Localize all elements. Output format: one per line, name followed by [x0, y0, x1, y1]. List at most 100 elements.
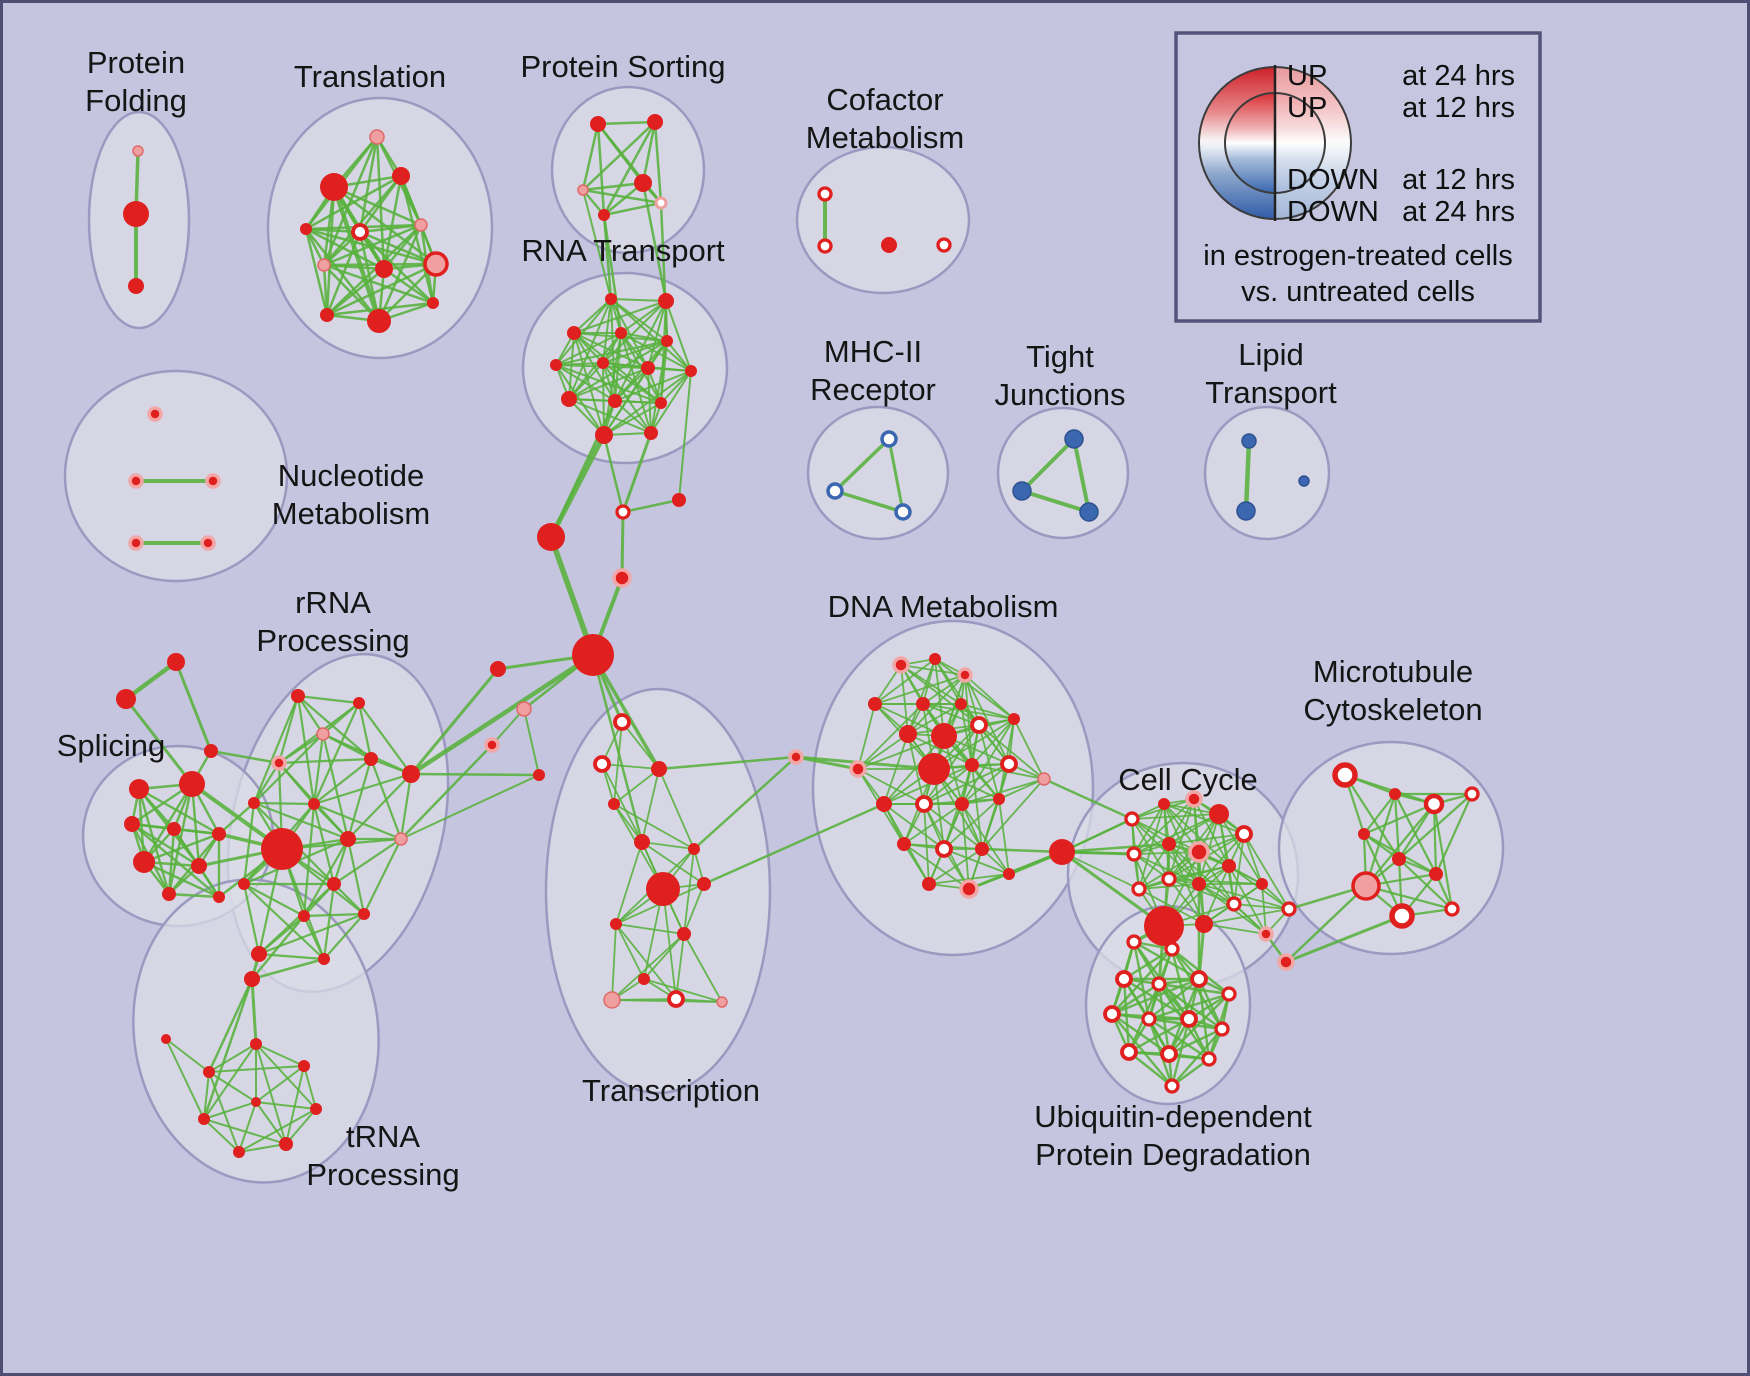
node-red	[931, 723, 957, 749]
node-red-ring	[1131, 881, 1147, 897]
node-red	[634, 834, 650, 850]
node-red	[550, 359, 562, 371]
node-red	[1049, 839, 1075, 865]
node-red	[644, 426, 658, 440]
node-red-halo	[128, 473, 144, 489]
node-red-halo	[128, 535, 144, 551]
cluster-label: Lipid	[1238, 337, 1304, 372]
node-red	[318, 953, 330, 965]
node-red-ring	[613, 713, 631, 731]
node-red-ring	[1464, 786, 1480, 802]
node-red	[955, 797, 969, 811]
node-red	[572, 634, 614, 676]
cluster-label: tRNA	[346, 1119, 420, 1154]
node-red	[310, 1103, 322, 1115]
node-red	[490, 661, 506, 677]
node-red-ring	[1226, 896, 1242, 912]
node-red-halo	[205, 473, 221, 489]
node-red-ring	[1164, 941, 1180, 957]
node-red-halo	[957, 667, 973, 683]
legend-up-12-label: UP	[1287, 92, 1327, 124]
node-red-ring	[1141, 1011, 1157, 1027]
cluster-label: Cell Cycle	[1118, 762, 1258, 797]
cluster-label: MHC-II	[824, 334, 922, 369]
node-pink	[414, 218, 428, 232]
cluster-label: Protein Sorting	[520, 49, 725, 84]
node-red-ring	[1389, 903, 1415, 929]
node-red	[929, 653, 941, 665]
cluster-label: Folding	[85, 83, 187, 118]
node-red-halo	[1258, 926, 1274, 942]
node-red	[250, 1038, 262, 1050]
node-red	[1158, 798, 1170, 810]
node-red	[128, 278, 144, 294]
node-red	[1144, 906, 1184, 946]
node-red	[238, 878, 250, 890]
node-red	[367, 309, 391, 333]
node-pink	[369, 129, 385, 145]
node-red	[868, 697, 882, 711]
legend-right-half-overlay	[1275, 67, 1351, 219]
node-red	[993, 793, 1005, 805]
cluster-label: Microtubule	[1313, 654, 1473, 689]
node-red	[567, 326, 581, 340]
node-red	[427, 297, 439, 309]
node-pink	[132, 145, 144, 157]
node-red	[179, 771, 205, 797]
node-red	[533, 769, 545, 781]
node-red-halo	[147, 406, 163, 422]
node-red	[248, 797, 260, 809]
node-blue	[1064, 429, 1084, 449]
node-red-halo	[271, 755, 287, 771]
node-red-ring	[615, 504, 631, 520]
cluster-ellipse-mhc-ii-receptor	[806, 405, 950, 541]
node-red-ring	[1000, 755, 1018, 773]
node-red	[167, 653, 185, 671]
cluster-label: Processing	[256, 623, 409, 658]
node-red-ring	[1214, 1021, 1230, 1037]
node-red-ring	[1115, 970, 1133, 988]
node-red-ring	[1444, 901, 1460, 917]
node-blue	[1241, 433, 1257, 449]
node-red-ring	[1164, 1078, 1180, 1094]
node-red-halo	[1277, 953, 1295, 971]
node-pink	[1037, 772, 1051, 786]
cluster-label: RNA Transport	[521, 233, 725, 268]
legend-down-12-label: DOWN	[1287, 164, 1379, 196]
node-red-ring	[1221, 986, 1237, 1002]
node-red-halo	[959, 879, 979, 899]
node-blue	[1012, 481, 1032, 501]
node-red-ring	[1151, 976, 1167, 992]
node-red	[353, 697, 365, 709]
node-red	[340, 831, 356, 847]
node-red-ring	[593, 755, 611, 773]
cluster-label: Metabolism	[806, 120, 965, 155]
node-red-ring	[1160, 1045, 1178, 1063]
cluster-label: Transcription	[582, 1073, 760, 1108]
node-red	[123, 201, 149, 227]
node-red-halo	[849, 760, 867, 778]
node-red	[1256, 878, 1268, 890]
node-red	[537, 523, 565, 551]
cluster-label: Junctions	[995, 377, 1126, 412]
node-red	[916, 697, 930, 711]
cluster-label: Metabolism	[272, 496, 431, 531]
node-red	[279, 1137, 293, 1151]
node-red	[646, 872, 680, 906]
node-red-ring	[1201, 1051, 1217, 1067]
cluster-label: Translation	[294, 59, 446, 94]
node-red-halo	[788, 749, 804, 765]
node-red	[590, 116, 606, 132]
node-red-ring	[1281, 901, 1297, 917]
node-red	[261, 828, 303, 870]
cluster-label: Protein	[87, 45, 185, 80]
node-red	[876, 796, 892, 812]
cluster-ellipse-nucleotide-metabolism	[63, 369, 289, 583]
node-red	[655, 397, 667, 409]
node-red-ring	[915, 795, 933, 813]
node-red-ring	[1126, 846, 1142, 862]
node-red-halo	[484, 737, 500, 753]
node-red	[897, 837, 911, 851]
node-red	[1392, 852, 1406, 866]
node-red-halo	[892, 656, 910, 674]
